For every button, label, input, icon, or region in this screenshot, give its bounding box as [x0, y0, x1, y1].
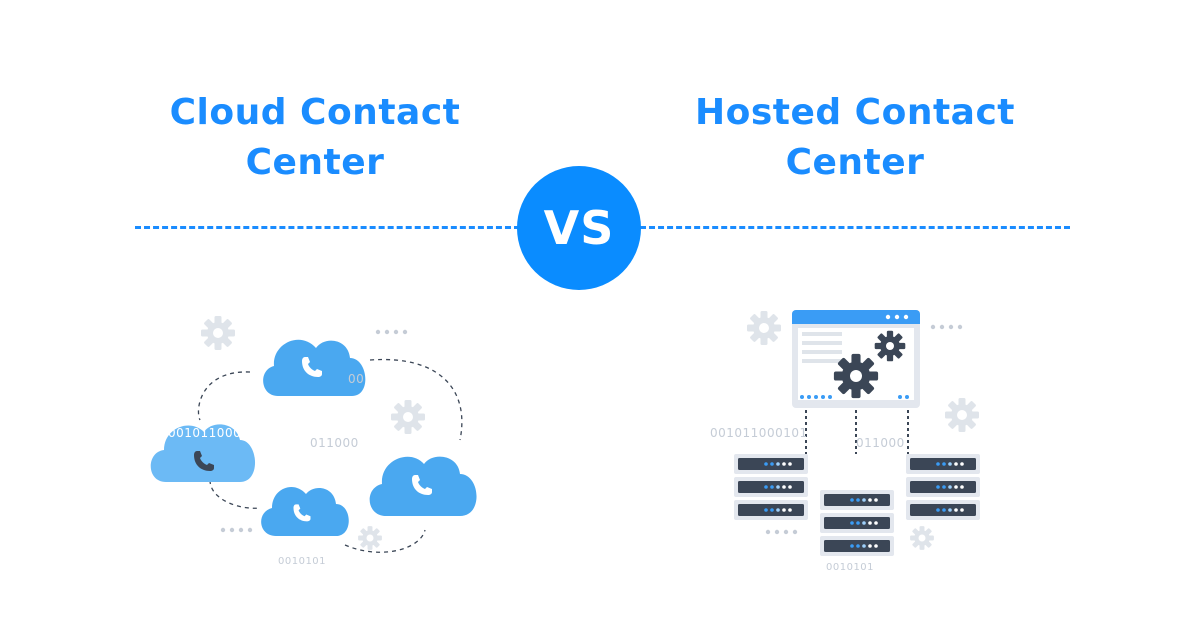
cloud-icon: [369, 456, 477, 516]
server-rack-left: [734, 454, 808, 520]
hosted-contact-center-illustration: 001011000101 011000 0010101: [690, 300, 1020, 600]
cloud-title-line1: Cloud Contact: [169, 92, 461, 133]
vs-badge: VS: [517, 166, 641, 290]
hosted-contact-center-title: Hosted Contact Center: [680, 88, 1030, 188]
cloud-contact-center-title: Cloud Contact Center: [145, 88, 485, 188]
dots-decoration: [220, 329, 408, 533]
binary-text: 0010101: [826, 562, 875, 573]
hosted-title-line2: Center: [785, 142, 925, 183]
cloud-icon: [263, 339, 366, 396]
dashed-divider-right: [640, 226, 1070, 229]
binary-text: 011000: [856, 436, 905, 450]
binary-text: 011000: [310, 436, 359, 450]
hosted-title-line1: Hosted Contact: [694, 92, 1016, 133]
binary-text: 001011000101: [168, 426, 266, 440]
binary-text: 0010101: [278, 556, 327, 567]
orbit-path-1: [197, 371, 251, 421]
cloud-icon: [150, 424, 256, 482]
connector-lines: [805, 410, 909, 454]
dots-decoration: [765, 324, 963, 535]
binary-text: 001011000101: [710, 426, 808, 440]
orbit-path-4: [344, 529, 426, 553]
orbit-path-3: [209, 479, 261, 509]
server-rack-center: [820, 490, 894, 556]
cloud-icon: [261, 486, 349, 536]
cloud-contact-center-illustration: 001011000101 011000 0010101 00: [140, 300, 500, 600]
orbit-path-2: [369, 358, 463, 441]
browser-window: [792, 310, 920, 408]
vs-label: VS: [543, 201, 615, 255]
server-rack-right: [906, 454, 980, 520]
cloud-title-line2: Center: [245, 142, 385, 183]
binary-text: 00: [348, 372, 365, 386]
dashed-divider-left: [135, 226, 520, 229]
hosted-illustration-svg: [734, 310, 980, 556]
cloud-illustration-svg: [150, 316, 477, 553]
